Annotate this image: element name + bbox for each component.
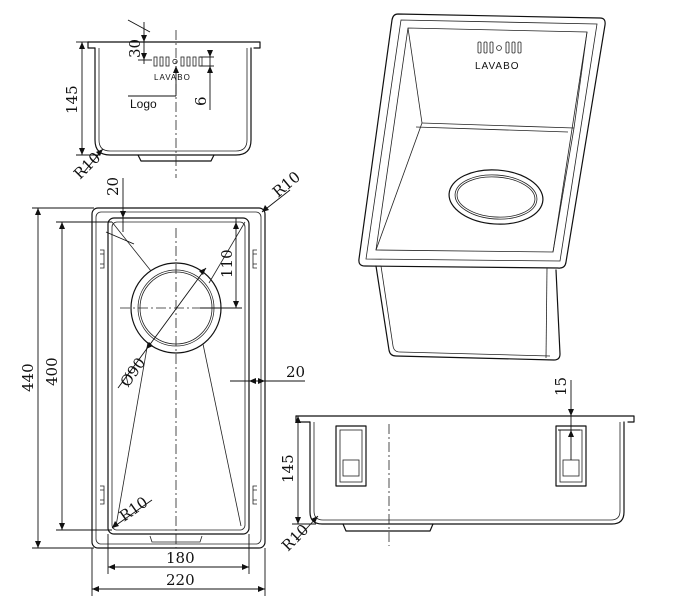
- dim-top-logo-offset: 30: [126, 39, 144, 58]
- dim-plan-drain-offset: 110: [218, 249, 236, 278]
- isometric-view: LAVABO: [358, 13, 606, 361]
- dim-plan-outer-radius: R10: [269, 168, 304, 201]
- dim-plan-inner-width: 180: [166, 549, 195, 567]
- dim-top-logo-height: 6: [192, 96, 210, 106]
- dim-plan-inner-length: 400: [43, 357, 61, 386]
- dim-plan-outer-length: 440: [19, 363, 37, 392]
- dim-side-flange: 15: [552, 377, 570, 396]
- dim-plan-outer-width: 220: [166, 571, 195, 589]
- dim-plan-corner-top: 20: [104, 177, 122, 196]
- front-section-view: LAVABO 30 6 Logo 145 R10: [63, 19, 261, 183]
- dim-side-radius: R10: [278, 521, 312, 555]
- side-section-view: 15 145 R10: [278, 377, 635, 555]
- logo-callout-label: Logo: [130, 97, 157, 111]
- dim-plan-drain-diameter: Ø90: [117, 354, 150, 390]
- brand-text-iso: LAVABO: [475, 61, 520, 72]
- dim-top-depth: 145: [63, 85, 81, 114]
- plan-view: Ø90 110 20 R10 20 R10 440: [19, 168, 305, 596]
- logo-mark-iso: [477, 41, 522, 54]
- brand-text-front: LAVABO: [154, 73, 191, 82]
- logo-mark-front: [153, 56, 203, 67]
- dim-plan-side-margin: 20: [286, 363, 305, 381]
- dim-side-depth: 145: [279, 454, 297, 483]
